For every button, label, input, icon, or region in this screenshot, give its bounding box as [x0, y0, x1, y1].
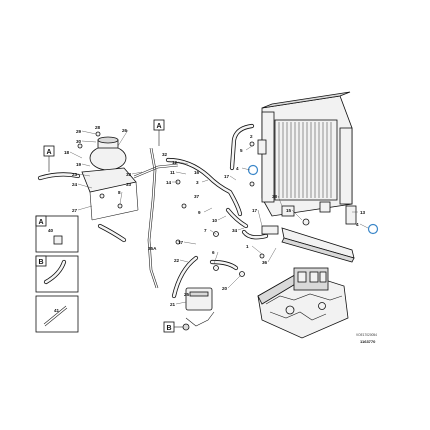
callout-33b: 33	[126, 182, 132, 187]
inset-a: A 40	[35, 215, 79, 253]
callout-1: 1	[246, 244, 249, 249]
callout-24: 24	[72, 182, 78, 187]
ref-b-bottom: B	[163, 321, 190, 333]
callout-27: 27	[72, 208, 78, 213]
inset-b-label-box	[35, 255, 47, 267]
callout-inset-a-1: 40	[48, 228, 54, 233]
inset-c: 41	[35, 295, 79, 333]
callout-13: 13	[360, 210, 366, 215]
callout-26: 26	[122, 128, 128, 133]
callout-36: 36	[262, 260, 268, 265]
callout-11: 11	[170, 170, 175, 175]
highlight-circle-upper	[247, 164, 259, 176]
callout-25: 25	[184, 292, 190, 297]
callout-15: 15	[286, 208, 292, 213]
ref-b-bottom-label: B	[167, 325, 172, 332]
lower-coolant-tube	[261, 225, 355, 263]
callout-10: 10	[212, 218, 218, 223]
callout-38: 38	[272, 194, 278, 199]
ref-a-left-label: A	[47, 149, 52, 156]
callout-29: 29	[76, 129, 82, 134]
ref-a-left: A	[43, 145, 55, 172]
inset-a-label: A	[39, 219, 44, 226]
callout-28: 28	[95, 125, 101, 130]
callout-7: 7	[204, 228, 207, 233]
inset-b-label: B	[39, 259, 44, 266]
leader-lines	[69, 129, 369, 305]
callout-inset-c: 41	[54, 308, 60, 313]
doc-code-big: 1163770	[360, 339, 376, 344]
callout-14: 14	[166, 180, 172, 185]
ref-a-top: A	[153, 119, 165, 146]
expansion-tank	[81, 136, 139, 221]
callout-21: 21	[170, 302, 176, 307]
callout-5: 5	[240, 148, 243, 153]
callout-23: 23	[72, 172, 78, 177]
callout-8: 8	[118, 190, 121, 195]
callout-17c: 17	[252, 208, 258, 213]
doc-code-small: VOE17020054	[356, 333, 377, 337]
ref-a-top-label: A	[157, 123, 162, 130]
filter-bracket	[185, 287, 215, 327]
callout-9: 9	[198, 210, 201, 215]
inset-a-label-box	[35, 215, 47, 227]
callout-4b: 4	[356, 222, 359, 227]
highlight-circle-lower	[367, 223, 379, 235]
footer-codes: VOE17020054 1163770	[356, 333, 377, 344]
callout-22: 22	[174, 258, 180, 263]
callout-35a: 35A	[148, 246, 157, 251]
hoses	[37, 123, 269, 299]
callout-4: 4	[236, 166, 239, 171]
radiator	[247, 91, 379, 235]
callout-17a: 17	[224, 174, 230, 179]
callout-18: 18	[64, 150, 70, 155]
callout-2: 2	[250, 134, 253, 139]
callout-12: 12	[172, 160, 178, 165]
callout-3: 3	[196, 180, 199, 185]
callout-33: 33	[126, 172, 132, 177]
callout-19: 19	[76, 162, 82, 167]
callout-20: 20	[222, 286, 228, 291]
engine-block	[257, 267, 349, 339]
callout-17b: 17	[178, 240, 184, 245]
callout-30: 30	[76, 139, 82, 144]
callouts: 29 28 30 26 18 19 23 24 27 8 33 33 32 12…	[64, 125, 366, 307]
inset-b: B	[35, 255, 79, 293]
callout-34: 34	[232, 228, 238, 233]
callout-37: 37	[194, 194, 200, 199]
callout-16: 16	[194, 170, 200, 175]
callout-6: 6	[212, 250, 215, 255]
callout-32: 32	[162, 152, 168, 157]
